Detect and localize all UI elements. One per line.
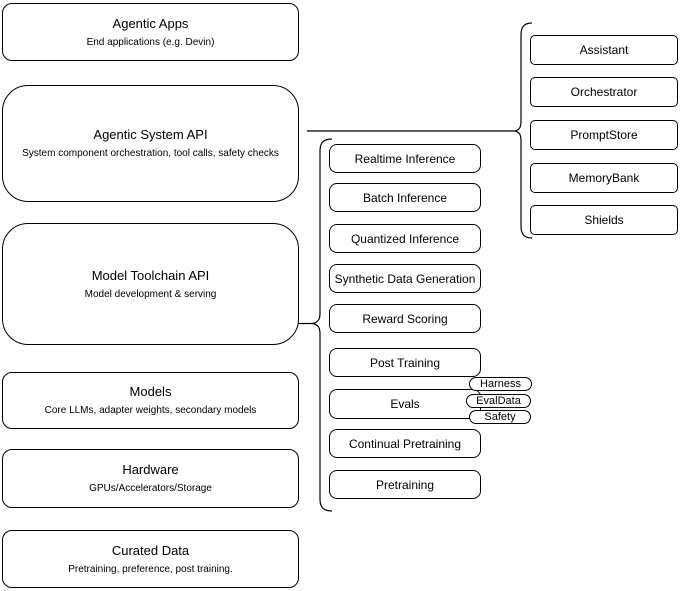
eval-tag-harness: Harness [469, 377, 532, 391]
toolchain-item-pretraining: Pretraining [329, 470, 481, 499]
system-component-memorybank: MemoryBank [530, 163, 678, 193]
node-hardware: Hardware GPUs/Accelerators/Storage [2, 449, 299, 508]
toolchain-item-reward-scoring: Reward Scoring [329, 304, 481, 333]
toolchain-item-quantized-inference: Quantized Inference [329, 224, 481, 253]
toolchain-brace [310, 138, 333, 512]
toolchain-item-evals: Evals [329, 389, 481, 419]
node-subtitle: Model development & serving [84, 288, 217, 300]
node-subtitle: System component orchestration, tool cal… [22, 148, 279, 159]
system-component-promptstore: PromptStore [530, 120, 678, 150]
system-component-orchestrator: Orchestrator [530, 77, 678, 107]
node-models: Models Core LLMs, adapter weights, secon… [2, 372, 299, 429]
node-subtitle: Core LLMs, adapter weights, secondary mo… [44, 405, 257, 416]
system-component-shields: Shields [530, 205, 678, 235]
node-title: Agentic System API [93, 127, 208, 142]
eval-tag-safety: Safety [469, 410, 531, 424]
node-title: Models [129, 384, 172, 399]
node-model-toolchain-api: Model Toolchain API Model development & … [2, 223, 299, 345]
node-title: Hardware [122, 462, 179, 477]
node-title: Curated Data [111, 542, 190, 558]
node-subtitle: End applications (e.g. Devin) [86, 36, 215, 48]
node-subtitle: GPUs/Accelerators/Storage [89, 483, 212, 494]
node-subtitle: Pretraining, preference, post training. [68, 563, 233, 575]
node-agentic-system-api: Agentic System API System component orch… [2, 85, 299, 202]
toolchain-item-continual-pretraining: Continual Pretraining [329, 429, 481, 458]
node-agentic-apps: Agentic Apps End applications (e.g. Devi… [2, 3, 299, 61]
toolchain-item-synthetic-data-generation: Synthetic Data Generation [329, 264, 481, 293]
toolchain-item-batch-inference: Batch Inference [329, 183, 481, 212]
node-curated-data: Curated Data Pretraining, preference, po… [2, 530, 299, 588]
eval-tag-evaldata: EvalData [466, 394, 531, 408]
system-component-assistant: Assistant [530, 35, 678, 65]
toolchain-item-realtime-inference: Realtime Inference [329, 144, 481, 173]
node-title: Model Toolchain API [91, 267, 210, 283]
toolchain-item-post-training: Post Training [329, 348, 481, 377]
system-components-brace [514, 22, 533, 239]
node-title: Agentic Apps [112, 15, 189, 31]
